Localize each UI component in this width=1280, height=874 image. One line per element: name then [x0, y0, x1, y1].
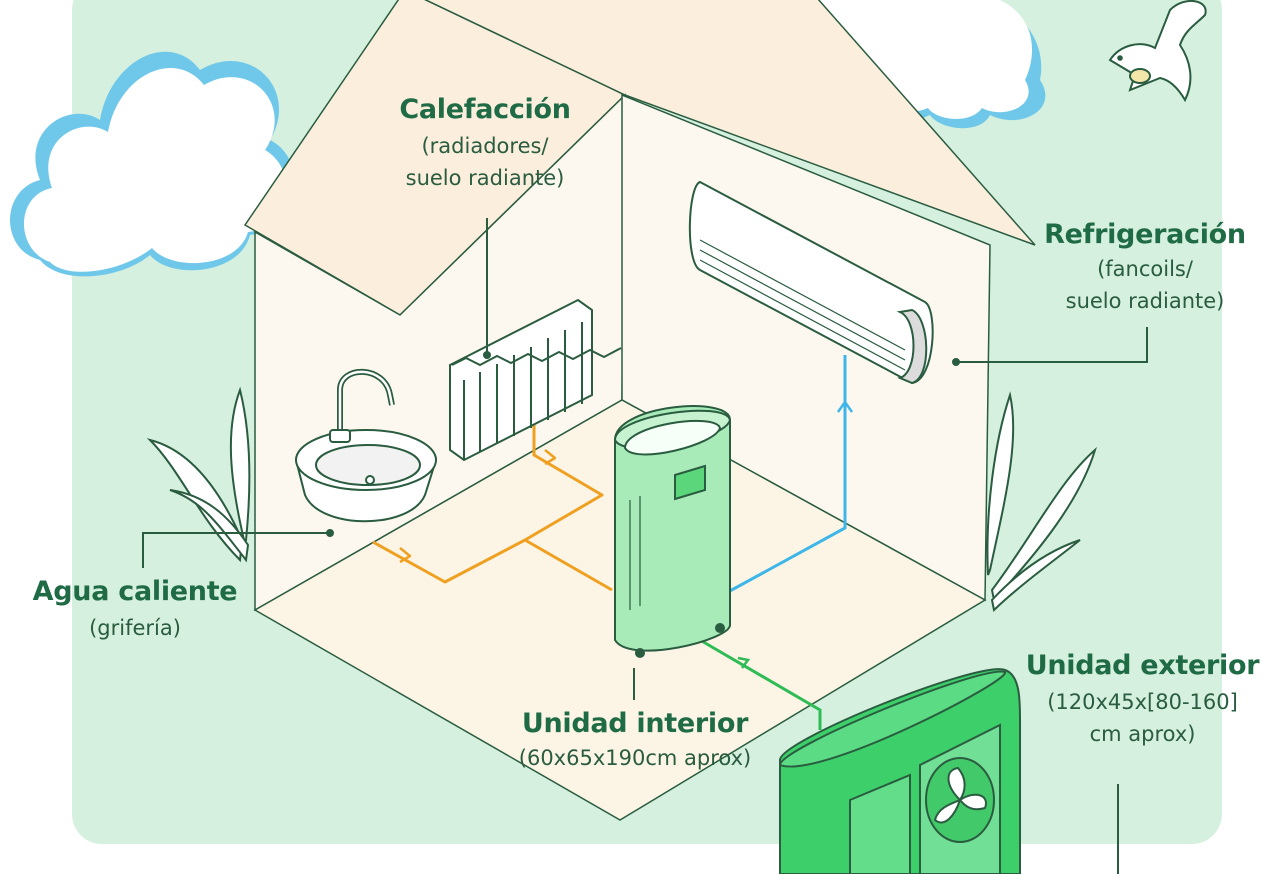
indoor-unit: [613, 405, 732, 658]
agua-caliente-label: Agua caliente (grifería): [30, 576, 240, 645]
plant-icon: [986, 391, 1097, 612]
radiator-icon: [449, 298, 622, 462]
calefaccion-title: Calefacción: [399, 94, 571, 125]
sink-icon: [294, 368, 438, 523]
hot-water-pipe: [372, 425, 613, 592]
unidad-exterior-label: Unidad exterior (120x45x[80-160] cm apro…: [1025, 650, 1260, 750]
cloud-icon: [10, 51, 295, 277]
unidad-exterior-subtitle-2: cm aprox): [1089, 721, 1196, 746]
plant-icon: [146, 386, 251, 563]
unidad-exterior-title: Unidad exterior: [1025, 650, 1260, 681]
bird-icon: [1108, 0, 1207, 103]
calefaccion-label: Calefacción (radiadores/ suelo radiante): [385, 94, 585, 194]
refrigeracion-subtitle-2: suelo radiante): [1065, 288, 1225, 313]
refrigeracion-subtitle-1: (fancoils/: [1097, 257, 1193, 281]
agua-caliente-subtitle: (grifería): [89, 616, 181, 640]
fan-icon: [919, 723, 1001, 874]
unidad-interior-title: Unidad interior: [521, 708, 749, 739]
refrigeracion-label: Refrigeración (fancoils/ suelo radiante): [1030, 219, 1260, 317]
refrigeracion-title: Refrigeración: [1044, 219, 1246, 250]
unidad-interior-label: Unidad interior (60x65x190cm aprox): [490, 708, 780, 775]
unidad-exterior-subtitle-1: (120x45x[80-160]: [1047, 690, 1238, 714]
calefaccion-subtitle-1: (radiadores/: [421, 134, 549, 158]
leader-lines: [142, 218, 1148, 874]
agua-caliente-title: Agua caliente: [32, 576, 238, 607]
unidad-interior-subtitle: (60x65x190cm aprox): [518, 746, 752, 770]
outdoor-pipe: [699, 638, 822, 730]
cold-pipe: [727, 355, 854, 594]
calefaccion-subtitle-2: suelo radiante): [405, 165, 565, 190]
house-roof-right: [424, 0, 1036, 246]
air-conditioner-icon: [688, 180, 934, 385]
